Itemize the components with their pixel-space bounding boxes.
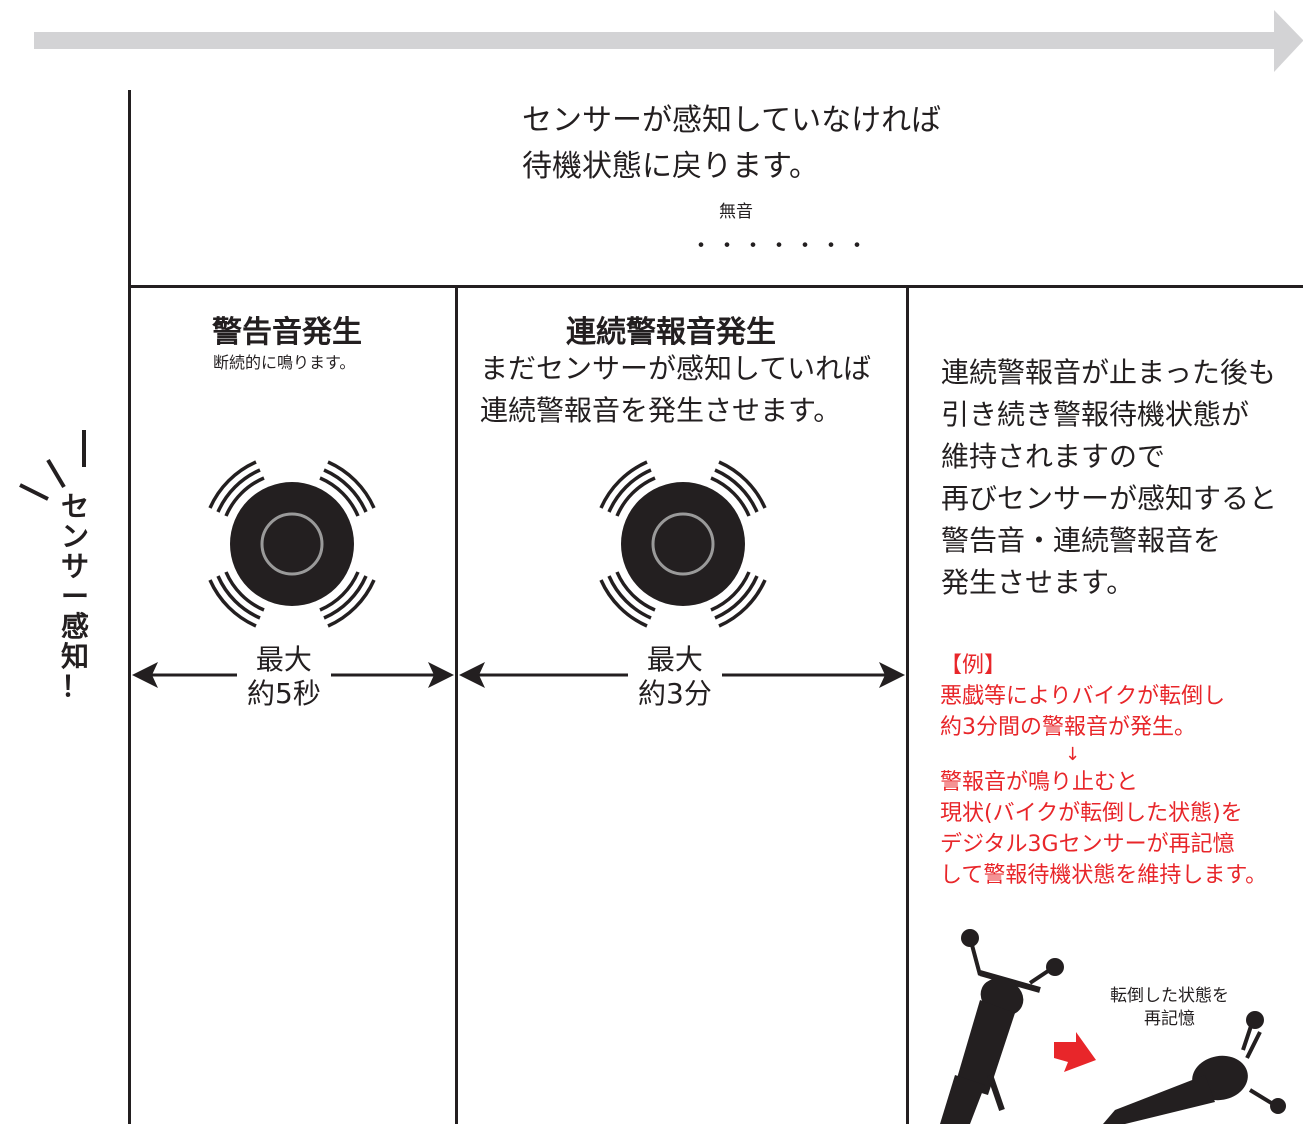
col3-line: 引き続き警報待機状態が	[941, 398, 1250, 431]
sensor-label-char: 知	[60, 640, 89, 673]
fallen-caption: 転倒した状態を 再記憶	[1110, 985, 1229, 1031]
alert-burst-icon	[19, 430, 86, 501]
col1-duration-line2: 約5秒	[247, 677, 321, 710]
col3-line: 再びセンサーが感知すると	[941, 482, 1278, 515]
standby-description: センサーが感知していなければ 待機状態に戻ります。	[522, 98, 941, 190]
horizontal-divider	[128, 285, 1303, 288]
standby-line1: センサーが感知していなければ	[522, 103, 942, 138]
red-arrow-icon	[1054, 1032, 1096, 1072]
sensor-label-char: ン	[60, 520, 89, 553]
fallen-caption-line2: 再記憶	[1144, 1009, 1195, 1029]
col1-duration-line1: 最大	[255, 643, 312, 676]
example-line: 悪戯等によりバイクが転倒し	[940, 684, 1226, 709]
example-down-arrow: ↓	[1065, 744, 1081, 765]
col3-line: 連続警報音が止まった後も	[941, 356, 1276, 389]
col1-subtitle: 断続的に鳴ります。	[213, 353, 356, 372]
silent-dots: ・・・・・・・	[690, 234, 873, 259]
col2-line1: まだセンサーが感知していれば	[480, 352, 872, 385]
example-heading: 【例】	[940, 653, 1007, 678]
col2-duration-line2: 約3分	[638, 677, 712, 710]
example-line: デジタル3Gセンサーが再記憶	[940, 832, 1235, 857]
col3-description: 連続警報音が止まった後も 引き続き警報待機状態が 維持されますので 再びセンサー…	[941, 352, 1277, 604]
example-line: して警報待機状態を維持します。	[940, 863, 1268, 888]
sensor-label-char: セ	[60, 490, 89, 523]
col2-duration-line1: 最大	[646, 643, 703, 676]
example-line: 約3分間の警報音が発生。	[940, 715, 1196, 740]
motorcycle-fallen-icon	[1103, 1011, 1286, 1124]
speaker-icon	[208, 460, 376, 628]
motorcycle-upright-icon	[940, 929, 1064, 1124]
col2-divider	[455, 285, 458, 1124]
col3-line: 発生させます。	[941, 566, 1135, 599]
col2-description: まだセンサーが感知していれば 連続警報音を発生させます。	[480, 348, 871, 432]
sensor-label-char: 感	[60, 610, 89, 643]
sensor-label-char: ー	[60, 580, 89, 613]
sensor-label-char: サ	[60, 550, 89, 583]
sensor-detected-label: セ ン サ ー 感 知 ！	[60, 492, 90, 702]
col2-line2: 連続警報音を発生させます。	[480, 394, 842, 427]
sensor-label-char: ！	[60, 670, 89, 703]
col1-title: 警告音発生	[212, 315, 362, 350]
col1-duration: 最大 約5秒	[237, 643, 331, 711]
col2-title: 連続警報音発生	[566, 315, 776, 350]
speaker-icon	[599, 460, 767, 628]
example-block: 【例】 悪戯等によりバイクが転倒し 約3分間の警報音が発生。 ↓ 警報音が鳴り止…	[940, 650, 1267, 891]
col3-line: 維持されますので	[941, 440, 1166, 473]
left-vertical-divider	[128, 90, 131, 1124]
example-line: 現状(バイクが転倒した状態)を	[940, 801, 1243, 826]
standby-line2: 待機状態に戻ります。	[522, 149, 819, 184]
example-line: 警報音が鳴り止むと	[940, 770, 1139, 795]
col3-line: 警告音・連続警報音を	[941, 524, 1222, 557]
timeline-arrow	[34, 10, 1303, 72]
col3-divider	[906, 285, 909, 1124]
col2-duration: 最大 約3分	[628, 643, 722, 711]
fallen-caption-line1: 転倒した状態を	[1110, 986, 1229, 1006]
silent-label: 無音	[719, 202, 753, 222]
